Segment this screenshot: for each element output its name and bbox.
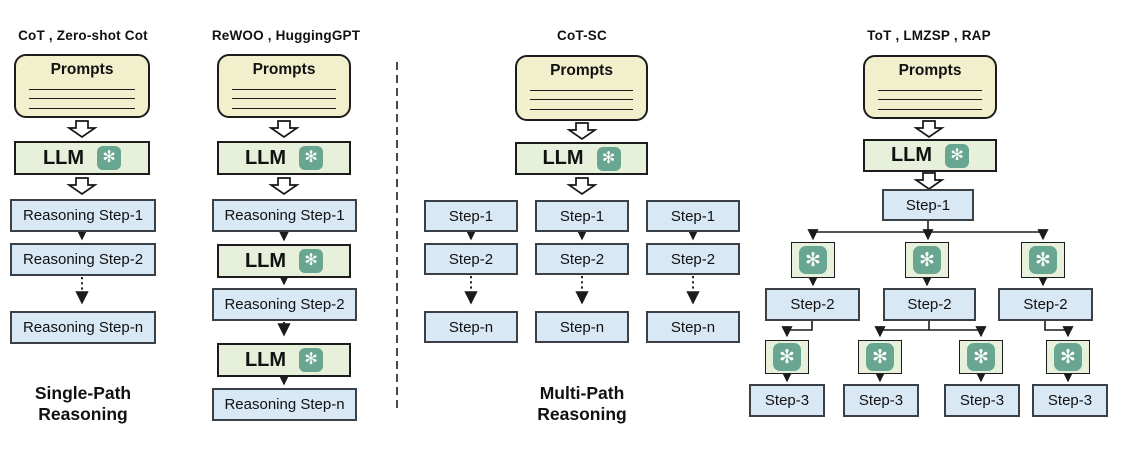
tree-step-box: Step-2 xyxy=(883,288,976,321)
llm-box: LLM ✻ xyxy=(515,142,648,175)
chain-step-box: Step-1 xyxy=(646,200,740,232)
llm-label: LLM xyxy=(244,348,287,371)
prompt-lines xyxy=(29,89,135,117)
openai-logo-icon: ✻ xyxy=(299,146,324,170)
chain-step-box: Step-n xyxy=(424,311,518,343)
column-title-cotsc: CoT-SC xyxy=(557,28,607,43)
openai-logo-icon: ✻ xyxy=(299,249,324,273)
openai-logo-icon: ✻ xyxy=(905,242,949,278)
prompts-box: Prompts xyxy=(217,54,351,118)
hollow-arrow-icons xyxy=(66,120,945,196)
prompt-lines xyxy=(878,90,982,118)
openai-logo-icon: ✻ xyxy=(765,340,809,374)
llm-box: LLM ✻ xyxy=(14,141,150,175)
section-label-single-path: Single-Path Reasoning xyxy=(34,383,132,424)
openai-logo-icon: ✻ xyxy=(596,146,621,171)
llm-box: LLM ✻ xyxy=(217,141,351,175)
openai-logo-icon: ✻ xyxy=(858,340,902,374)
column-title-tot: ToT , LMZSP , RAP xyxy=(867,28,991,43)
llm-box: LLM ✻ xyxy=(863,139,997,172)
section-label-multi-path: Multi-Path Reasoning xyxy=(537,383,627,424)
column-title-rewoo: ReWOO , HuggingGPT xyxy=(211,28,361,43)
tree-step-box: Step-3 xyxy=(1032,384,1108,417)
llm-box: LLM ✻ xyxy=(217,244,351,278)
dotted-arrows xyxy=(75,276,700,337)
prompts-box: Prompts xyxy=(863,55,997,119)
prompts-box: Prompts xyxy=(515,55,648,121)
reasoning-step-box: Reasoning Step-n xyxy=(212,388,357,421)
chain-step-box: Step-1 xyxy=(535,200,629,232)
openai-logo-icon: ✻ xyxy=(959,340,1003,374)
llm-box: LLM ✻ xyxy=(217,343,351,377)
chain-step-box: Step-1 xyxy=(424,200,518,232)
llm-label: LLM xyxy=(42,146,85,169)
prompt-lines xyxy=(530,90,633,118)
column-title-cot: CoT , Zero-shot Cot xyxy=(18,28,148,43)
solid-arrows xyxy=(76,228,699,386)
chain-step-box: Step-2 xyxy=(424,243,518,275)
prompts-label: Prompts xyxy=(550,62,613,79)
llm-label: LLM xyxy=(542,147,584,169)
prompts-box: Prompts xyxy=(14,54,150,118)
openai-logo-icon: ✻ xyxy=(299,348,324,372)
prompts-label: Prompts xyxy=(50,61,114,78)
llm-label: LLM xyxy=(244,249,287,272)
tree-step-box: Step-3 xyxy=(749,384,825,417)
chain-step-box: Step-n xyxy=(646,311,740,343)
prompts-label: Prompts xyxy=(898,62,962,79)
llm-label: LLM xyxy=(244,146,287,169)
openai-logo-icon: ✻ xyxy=(945,143,970,168)
prompt-lines xyxy=(232,89,336,117)
prompts-label: Prompts xyxy=(252,61,316,78)
chain-step-box: Step-n xyxy=(535,311,629,343)
reasoning-step-box: Reasoning Step-2 xyxy=(212,288,357,321)
openai-logo-icon: ✻ xyxy=(97,146,122,170)
tree-step-box: Step-3 xyxy=(944,384,1020,417)
tree-connectors xyxy=(781,221,1074,383)
openai-logo-icon: ✻ xyxy=(1021,242,1065,278)
reasoning-step-box: Reasoning Step-n xyxy=(10,311,156,344)
reasoning-step-box: Reasoning Step-2 xyxy=(10,243,156,276)
chain-step-box: Step-2 xyxy=(535,243,629,275)
tree-step-box: Step-2 xyxy=(998,288,1093,321)
tree-step-box: Step-1 xyxy=(882,189,974,221)
llm-label: LLM xyxy=(890,144,933,166)
reasoning-step-box: Reasoning Step-1 xyxy=(212,199,357,232)
tree-step-box: Step-3 xyxy=(843,384,919,417)
reasoning-step-box: Reasoning Step-1 xyxy=(10,199,156,232)
openai-logo-icon: ✻ xyxy=(791,242,835,278)
tree-step-box: Step-2 xyxy=(765,288,860,321)
openai-logo-icon: ✻ xyxy=(1046,340,1090,374)
chain-step-box: Step-2 xyxy=(646,243,740,275)
